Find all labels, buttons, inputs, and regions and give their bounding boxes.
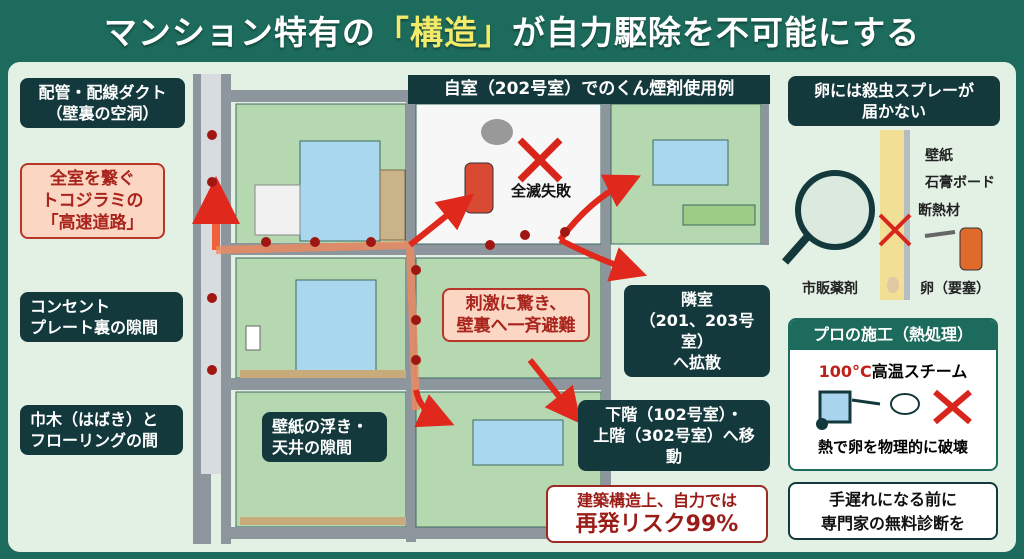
example-header: 自室（202号室）でのくん煙剤使用例 [408, 75, 770, 104]
label-duct: 配管・配線ダクト（壁裏の空洞） [20, 78, 185, 128]
label-baseboard: 巾木（はばき）とフローリングの間 [20, 405, 183, 455]
label-insulation: 断熱材 [918, 203, 960, 219]
label-gypsum: 石膏ボード [925, 175, 995, 191]
smoke-icon [481, 119, 513, 145]
title-text-1: マンション特有の [103, 13, 376, 52]
duct-shaft [201, 74, 221, 474]
pro-treatment-panel: プロの施工（熱処理） 100°C高温スチーム 熱で卵を物理的に破壊 [788, 318, 998, 471]
callout-highway: 全室を繋ぐトコジラミの「高速道路」 [20, 163, 165, 239]
outlet-plate [245, 325, 261, 351]
label-outlet: コンセントプレート裏の隙間 [20, 292, 183, 342]
page-title: マンション特有の「構造」が自力駆除を不可能にする [0, 0, 1024, 60]
fail-label: 全滅失敗 [511, 182, 572, 200]
spray-can-icon [464, 162, 494, 214]
risk-box: 建築構造上、自力では 再発リスク99% [546, 485, 768, 543]
label-wallpaper: 壁紙の浮き・天井の隙間 [262, 412, 387, 462]
insulation-layer [880, 130, 904, 300]
magnifier-icon [795, 170, 875, 250]
egg-panel-header: 卵には殺虫スプレーが届かない [788, 76, 1000, 126]
cta-box: 手遅れになる前に専門家の無料診断を [788, 482, 998, 540]
label-egg: 卵（要塞） [920, 281, 990, 297]
egg-icon [887, 277, 899, 293]
x-mark-icon [517, 137, 563, 183]
steamer-icon [816, 389, 972, 430]
pro-caption: 熱で卵を物理的に破壊 [817, 438, 968, 456]
label-otc: 市販薬剤 [802, 281, 858, 297]
steam-line: 100°C高温スチーム [818, 362, 968, 381]
title-highlight: 「構造」 [375, 13, 512, 52]
bedbug-icons [207, 130, 570, 375]
label-floors: 下階（102号室）・上階（302号室）へ移動 [578, 400, 770, 471]
spray-can-icon-2 [959, 227, 983, 271]
callout-escape: 刺激に驚き、壁裏へ一斉避難 [442, 288, 590, 342]
label-neighbor: 隣室（201、203号室）へ拡散 [624, 285, 770, 377]
x-mark-icon-2 [933, 389, 972, 425]
pro-panel-header: プロの施工（熱処理） [790, 320, 996, 350]
label-wallpaper-layer: 壁紙 [925, 148, 953, 164]
title-text-2: が自力駆除を不可能にする [511, 13, 921, 52]
